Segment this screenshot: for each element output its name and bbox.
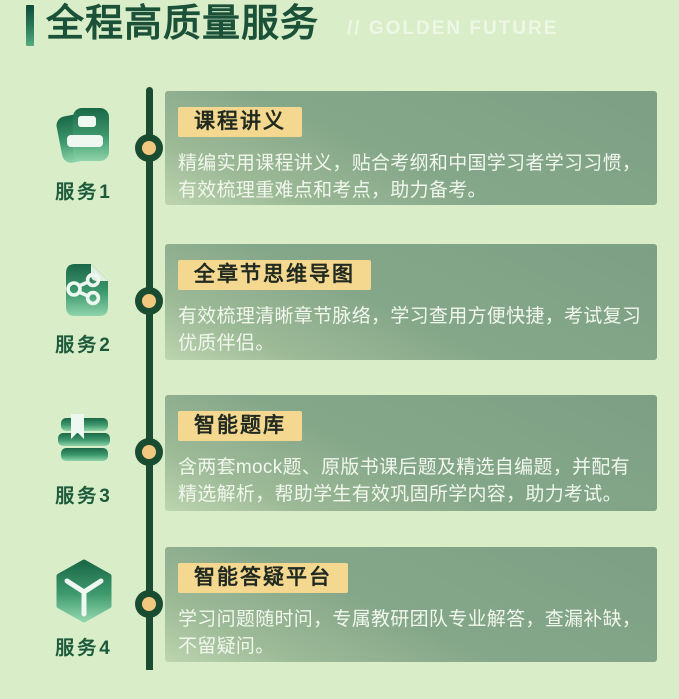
service-title-highlight: 课程讲义 bbox=[178, 107, 302, 137]
service-card: 课程讲义 精编实用课程讲义，贴合考纲和中国学习者学习习惯，有效梳理重难点和考点，… bbox=[165, 91, 657, 205]
service-description: 学习问题随时问，专属教研团队专业解答，查漏补缺，不留疑问。 bbox=[178, 609, 642, 657]
timeline-node bbox=[135, 134, 163, 162]
service-description: 有效梳理清晰章节脉络，学习查用方便快捷，考试复习优质伴侣。 bbox=[178, 306, 642, 354]
question-bank-books-icon bbox=[52, 407, 116, 471]
timeline-node bbox=[135, 590, 163, 618]
timeline-node-center bbox=[142, 294, 156, 308]
timeline-node-center bbox=[142, 141, 156, 155]
timeline-node bbox=[135, 438, 163, 466]
service-row-4: 服务4 智能答疑平台 学习问题随时问，专属教研团队专业解答，查漏补缺，不留疑问。 bbox=[0, 547, 679, 699]
service-row-1: 服务1 课程讲义 精编实用课程讲义，贴合考纲和中国学习者学习习惯，有效梳理重难点… bbox=[0, 91, 679, 243]
timeline-node-center bbox=[142, 597, 156, 611]
handout-icon bbox=[52, 103, 116, 167]
service-row-3: 服务3 智能题库 含两套mock题、原版书课后题及精选自编题，并配有精选解析，帮… bbox=[0, 395, 679, 547]
service-label: 服务2 bbox=[55, 335, 113, 356]
service-description: 含两套mock题、原版书课后题及精选自编题，并配有精选解析，帮助学生有效巩固所学… bbox=[178, 457, 630, 505]
service-label: 服务4 bbox=[55, 638, 113, 659]
service-title-highlight: 全章节思维导图 bbox=[178, 260, 371, 290]
qa-platform-cube-icon bbox=[52, 559, 116, 623]
timeline-line bbox=[146, 87, 153, 670]
title-accent-bar bbox=[26, 5, 34, 46]
golden-future-watermark: // GOLDEN FUTURE bbox=[347, 18, 559, 39]
service-description: 精编实用课程讲义，贴合考纲和中国学习者学习习惯，有效梳理重难点和考点，助力备考。 bbox=[178, 153, 642, 201]
timeline-node bbox=[135, 287, 163, 315]
service-title-highlight: 智能答疑平台 bbox=[178, 563, 348, 593]
timeline-node-center bbox=[142, 445, 156, 459]
service-label: 服务3 bbox=[55, 486, 113, 507]
service-card: 智能答疑平台 学习问题随时问，专属教研团队专业解答，查漏补缺，不留疑问。 bbox=[165, 547, 657, 662]
page-title: 全程高质量服务 bbox=[46, 3, 320, 45]
service-row-2: 服务2 全章节思维导图 有效梳理清晰章节脉络，学习查用方便快捷，考试复习优质伴侣… bbox=[0, 244, 679, 396]
service-label: 服务1 bbox=[55, 182, 113, 203]
service-title-highlight: 智能题库 bbox=[178, 411, 302, 441]
mindmap-document-icon bbox=[52, 256, 116, 320]
service-card: 智能题库 含两套mock题、原版书课后题及精选自编题，并配有精选解析，帮助学生有… bbox=[165, 395, 657, 511]
service-card: 全章节思维导图 有效梳理清晰章节脉络，学习查用方便快捷，考试复习优质伴侣。 bbox=[165, 244, 657, 360]
